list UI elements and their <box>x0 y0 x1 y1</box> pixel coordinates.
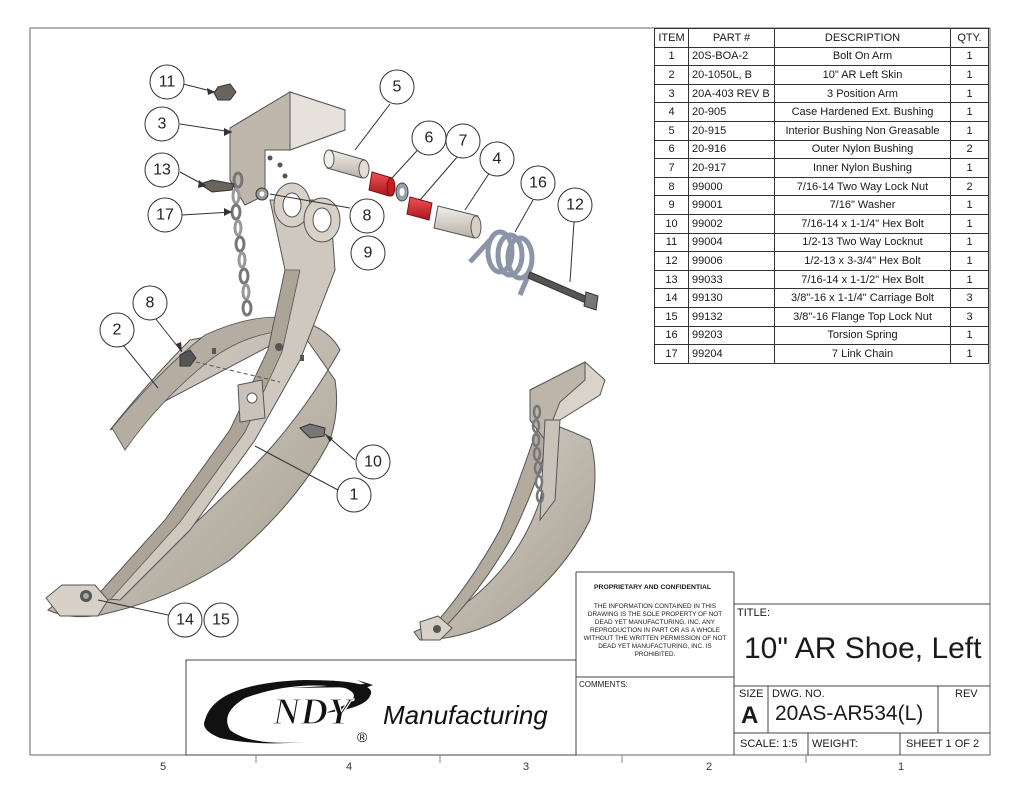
zone-1: 1 <box>898 761 905 773</box>
rev-label: REV <box>955 688 978 700</box>
case-hardened-bushing <box>433 205 479 239</box>
bom-item: 12 <box>654 251 689 271</box>
bom-part-number: 99203 <box>688 325 775 346</box>
bom-part-number: 20-917 <box>688 158 775 178</box>
bom-qty: 3 <box>950 306 989 327</box>
bom-description: 7 Link Chain <box>774 344 951 364</box>
logo-manufacturing: Manufacturing <box>383 700 548 730</box>
hex-bolt-short <box>198 179 235 193</box>
drawing-title: 10" AR Shoe, Left <box>744 632 982 665</box>
bom-qty: 1 <box>950 158 989 178</box>
zone-2: 2 <box>706 761 713 773</box>
callout-15: 15 <box>212 612 230 629</box>
sheet-number: SHEET 1 OF 2 <box>906 738 980 750</box>
bom-qty: 1 <box>950 213 989 234</box>
bom-qty: 1 <box>950 251 989 271</box>
locknut <box>213 83 237 101</box>
logo-ndy: NDY <box>272 691 355 733</box>
zone-4: 4 <box>346 761 353 773</box>
callout-13: 13 <box>153 162 171 179</box>
bom-part-number: 20S-BOA-2 <box>688 46 775 67</box>
callout-9: 9 <box>364 245 373 262</box>
zone-5: 5 <box>160 761 167 773</box>
bom-part-number: 99033 <box>688 269 775 290</box>
bom-description: 1/2-13 x 3-3/4" Hex Bolt <box>774 251 951 271</box>
callout-7: 7 <box>459 133 468 150</box>
bom-part-number: 99130 <box>688 288 775 308</box>
callout-1: 1 <box>350 487 359 504</box>
drawing-number: 20AS-AR534(L) <box>775 702 924 725</box>
bom-part-number: 99204 <box>688 344 775 364</box>
callout-8: 8 <box>363 208 372 225</box>
bom-description: 7/16-14 x 1-1/2" Hex Bolt <box>774 269 951 290</box>
scale: SCALE: 1:5 <box>740 738 798 750</box>
bom-description: Inner Nylon Bushing <box>774 158 951 178</box>
bom-part-number: 20A-403 REV B <box>688 83 775 104</box>
lock-nut-8 <box>179 349 197 367</box>
bom-description: Torsion Spring <box>774 325 951 346</box>
size-value: A <box>741 702 759 729</box>
callout-17: 17 <box>156 207 174 224</box>
zone-3: 3 <box>523 761 530 773</box>
bom-part-number: 20-916 <box>688 139 775 160</box>
hex-bolt-10 <box>299 423 326 439</box>
bom-description: 7/16-14 Two Way Lock Nut <box>774 176 951 197</box>
callout-11: 11 <box>159 74 176 91</box>
assembled-view <box>413 361 606 641</box>
callout-4: 4 <box>493 151 502 168</box>
callout-12: 12 <box>566 197 584 214</box>
confidential-heading: PROPRIETARY AND CONFIDENTIAL <box>594 584 712 591</box>
comments-label: COMMENTS: <box>579 680 628 689</box>
callout-10: 10 <box>364 454 382 471</box>
dwg-no-label: DWG. NO. <box>772 688 825 700</box>
size-label: SIZE <box>739 688 764 700</box>
bom-qty: 1 <box>950 232 989 253</box>
bom-part-number: 99006 <box>688 251 775 271</box>
bom-description: 3/8"-16 Flange Top Lock Nut <box>774 306 951 327</box>
callout-14: 14 <box>176 612 194 629</box>
bom-part-number: 99132 <box>688 306 775 327</box>
logo-registered: ® <box>357 729 368 745</box>
exploded-view: 11 3 13 17 5 6 7 4 16 12 8 9 8 2 10 1 14… <box>45 64 606 641</box>
callout-5: 5 <box>393 79 402 96</box>
bom-qty: 3 <box>950 288 989 308</box>
callout-16: 16 <box>529 175 547 192</box>
bom-qty: 1 <box>950 269 989 290</box>
torsion-spring <box>468 229 535 296</box>
title-label: TITLE: <box>737 607 771 619</box>
inner-nylon-bushing <box>406 196 433 221</box>
outer-nylon-bushing <box>368 171 393 197</box>
callout-2: 2 <box>113 322 122 339</box>
bom-description: 3/8"-16 x 1-1/4" Carriage Bolt <box>774 288 951 308</box>
bom-part-number: 99004 <box>688 232 775 253</box>
bom-qty: 1 <box>950 325 989 346</box>
bom-qty: 1 <box>950 344 989 364</box>
confidential-body: THE INFORMATION CONTAINED IN THIS DRAWIN… <box>583 603 727 658</box>
callout-3: 3 <box>158 116 167 133</box>
callout-8b: 8 <box>146 295 155 312</box>
seven-link-chain <box>230 171 253 317</box>
callout-6: 6 <box>425 130 434 147</box>
ndy-logo: NDY Manufacturing ® <box>204 680 548 745</box>
bom-description: 1/2-13 Two Way Locknut <box>774 232 951 253</box>
weight: WEIGHT: <box>812 738 858 750</box>
